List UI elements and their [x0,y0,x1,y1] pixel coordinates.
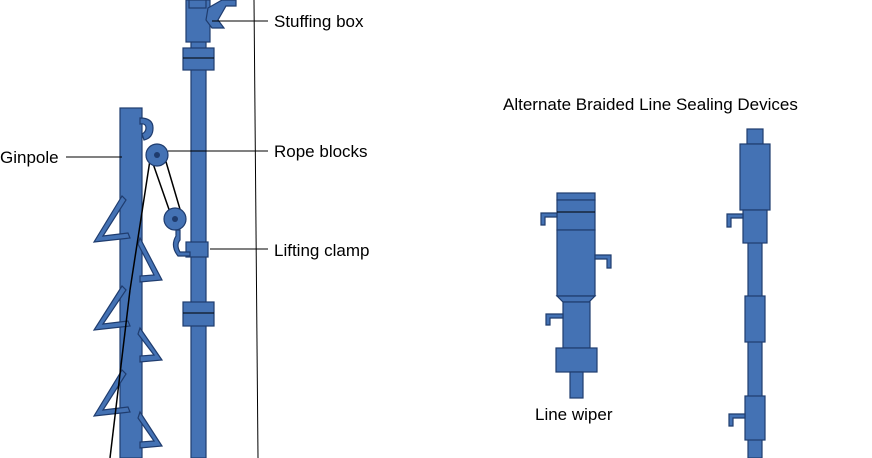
alternate-sealing-device [726,128,771,458]
line-wiper-stem [569,371,584,399]
alternate-devices-title: Alternate Braided Line Sealing Devices [503,95,798,114]
sealing-device-bottom-collar [744,395,766,441]
ginpole-rung [137,410,164,449]
lower-block-pin [172,216,178,222]
sealing-device-top-stem [746,128,764,145]
lifting-clamp-collar [185,241,209,258]
line-wiper-port-fitting-icon [540,212,558,226]
ginpole-rung [92,285,131,331]
rigging-line [109,289,131,458]
line-wiper-taper [555,295,597,303]
ginpole-top-hook-icon [139,117,154,141]
ginpole-rung [137,236,163,283]
sealing-device-mid-collar [742,209,768,244]
stuffing-box-label: Stuffing box [274,12,364,31]
line-wiper-label: Line wiper [535,405,613,424]
lower-union [182,301,215,327]
lubricator-assembly [182,0,237,458]
stuffing-box-nut [188,0,207,9]
line-wiper-lower-body [562,301,591,349]
line-wiper-main-body [556,229,596,297]
riser-guide-line [253,0,259,458]
rigging-line [129,159,151,291]
line-wiper-device [540,192,612,399]
ginpole-rung [92,195,131,243]
sealing-device-upper-body [739,143,771,211]
rigging-line [163,154,183,217]
lifting-clamp-label: Lifting clamp [274,241,369,260]
ginpole-rung [137,326,164,363]
sealing-device-port-fitting-icon [728,413,746,427]
lifting-hook-icon [172,229,191,257]
rope-blocks [109,143,191,458]
line-wiper-port-fitting-icon [594,254,612,269]
upper-block-pin [154,152,160,158]
line-wiper-port-fitting-icon [545,313,564,326]
sealing-device-port-fitting-icon [726,213,744,228]
upper-union [182,47,215,71]
ginpole-rung [92,369,131,417]
rope-blocks-label: Rope blocks [274,142,368,161]
ginpole-label: Ginpole [0,148,59,167]
line-wiper-upper-body [556,199,596,231]
sealing-device-lower-collar [744,295,766,343]
line-wiper-base-nut [555,347,598,373]
line-wiper-top-cap [556,192,596,201]
